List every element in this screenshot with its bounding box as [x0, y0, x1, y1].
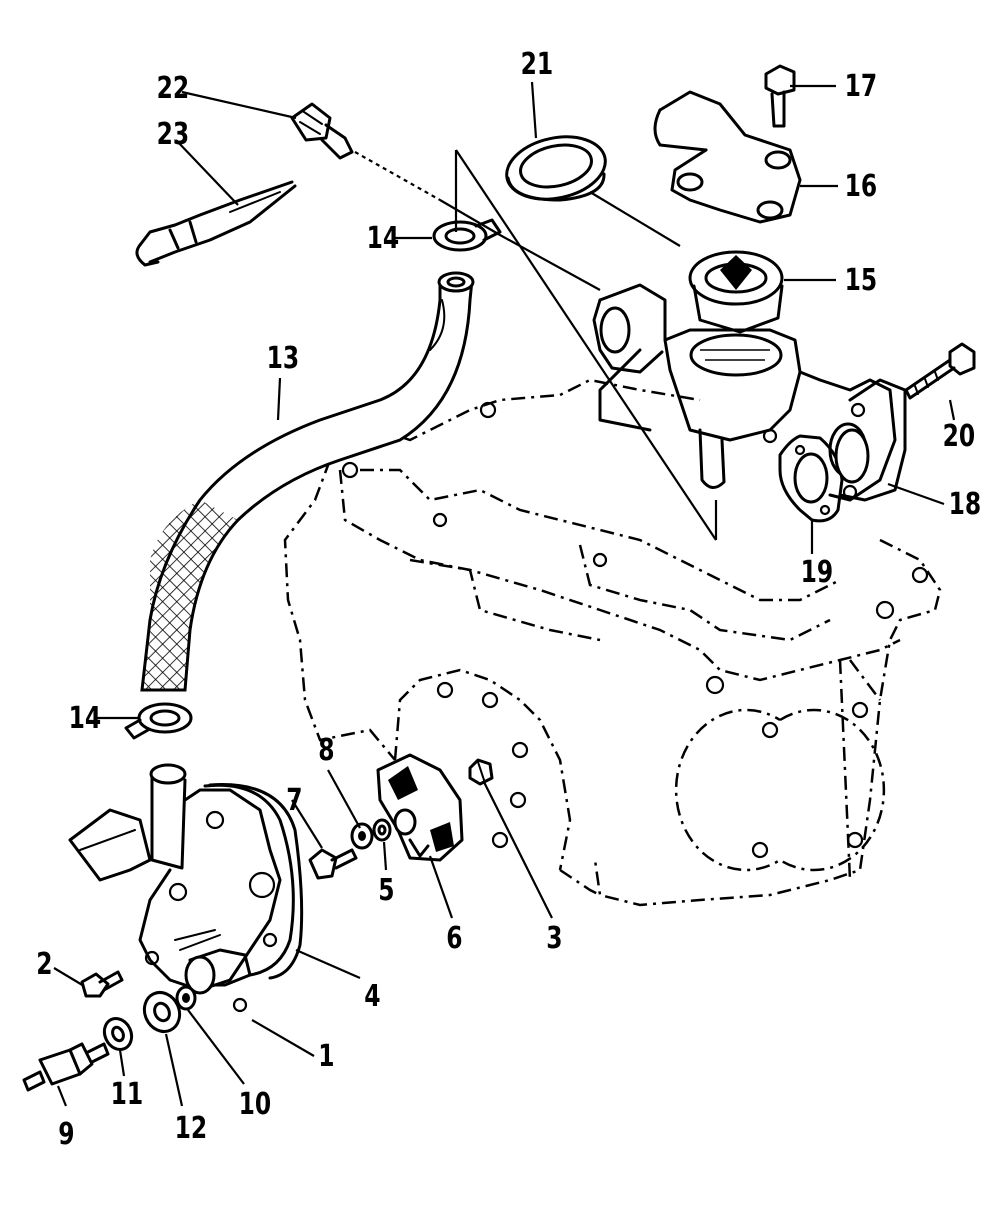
callout-21: 21	[520, 47, 554, 82]
thermostat-cover	[653, 90, 802, 224]
hose-clamp-upper	[432, 218, 502, 252]
washer-11	[102, 1016, 134, 1052]
bolt-2	[80, 970, 124, 998]
callout-18: 18	[948, 487, 982, 522]
callout-2: 2	[36, 947, 53, 982]
leader-lines	[53, 81, 956, 1107]
impeller	[376, 753, 464, 862]
callout-14-lower: 14	[68, 701, 102, 736]
callout-11: 11	[110, 1077, 144, 1112]
thermostat	[688, 250, 784, 334]
outlet-elbow	[834, 378, 907, 502]
callout-8: 8	[318, 733, 335, 768]
callout-10: 10	[238, 1087, 272, 1122]
callout-1: 1	[318, 1039, 335, 1074]
bolt-20	[904, 342, 976, 400]
callout-3: 3	[546, 921, 563, 956]
callout-13: 13	[266, 341, 300, 376]
callout-12: 12	[174, 1111, 208, 1146]
o-ring-10	[175, 985, 197, 1011]
callout-20: 20	[942, 419, 976, 454]
water-pump-body	[68, 763, 295, 1013]
callout-16: 16	[844, 169, 878, 204]
bolt-7	[308, 848, 358, 880]
pump-gasket	[208, 783, 304, 980]
seal-ring	[505, 135, 607, 202]
bolt-17	[764, 64, 796, 128]
callout-22: 22	[156, 71, 190, 106]
engine-block-outline	[283, 378, 942, 907]
callout-9: 9	[58, 1117, 75, 1152]
callout-15: 15	[844, 263, 878, 298]
callout-14-upper: 14	[366, 221, 400, 256]
washer-12	[142, 991, 182, 1033]
dowel-pin	[468, 758, 494, 786]
hose-clamp-lower	[124, 702, 193, 740]
callout-5: 5	[378, 873, 395, 908]
callout-6: 6	[446, 921, 463, 956]
temperature-sender	[290, 102, 441, 201]
callout-7: 7	[286, 783, 303, 818]
water-hose	[140, 271, 475, 692]
callout-4: 4	[364, 979, 381, 1014]
wire-clip	[135, 180, 297, 267]
drain-cock	[22, 1042, 110, 1092]
callout-17: 17	[844, 69, 878, 104]
washer-8	[350, 822, 374, 850]
washer-5	[372, 818, 392, 842]
callout-23: 23	[156, 117, 190, 152]
callout-19: 19	[800, 555, 834, 590]
outlet-gasket	[778, 434, 844, 523]
